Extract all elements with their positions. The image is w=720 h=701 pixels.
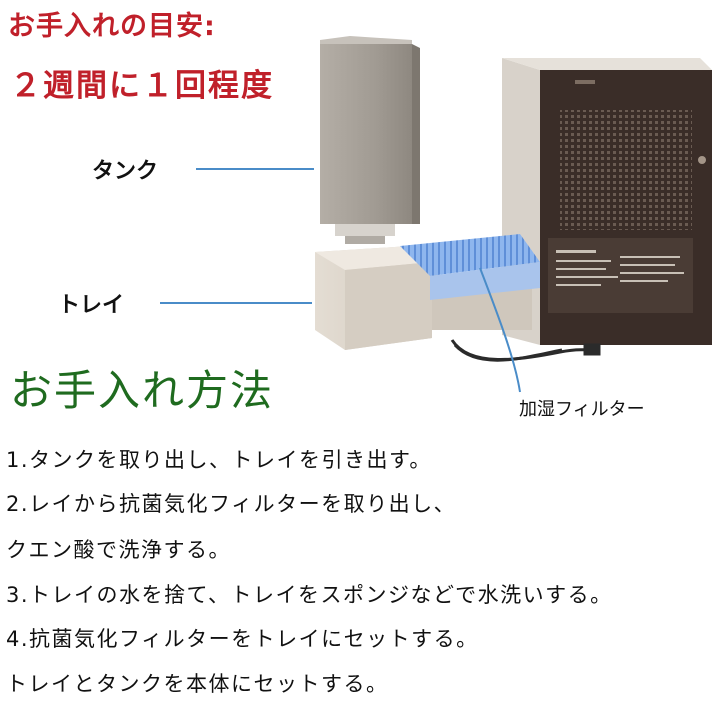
step-2-continued: クエン酸で洗浄する。 [6,538,231,562]
humidifier-illustration [315,36,712,393]
step-4: 4.抗菌気化フィルターをトレイにセットする。 [6,627,479,651]
main-unit [502,58,712,345]
step-5: トレイとタンクを本体にセットする。 [6,672,389,696]
title-frequency: ２週間に１回程度 [10,68,274,104]
title-maintenance-guide: お手入れの目安: [8,11,216,42]
step-1: 1.タンクを取り出し、トレイを引き出す。 [6,448,432,472]
heading-maintenance-method: お手入れ方法 [10,366,275,415]
filter-leader-line [479,267,521,393]
power-cord [450,339,601,362]
label-filter: 加湿フィルター [519,399,645,420]
tray-leader-line [160,302,312,304]
step-2: 2.レイから抗菌気化フィルターを取り出し、 [6,492,457,516]
tank-leader-line [196,168,314,170]
tank [320,36,420,244]
label-tray: トレイ [58,293,125,318]
label-tank: タンク [92,159,159,184]
step-3: 3.トレイの水を捨て、トレイをスポンジなどで水洗いする。 [6,583,613,607]
